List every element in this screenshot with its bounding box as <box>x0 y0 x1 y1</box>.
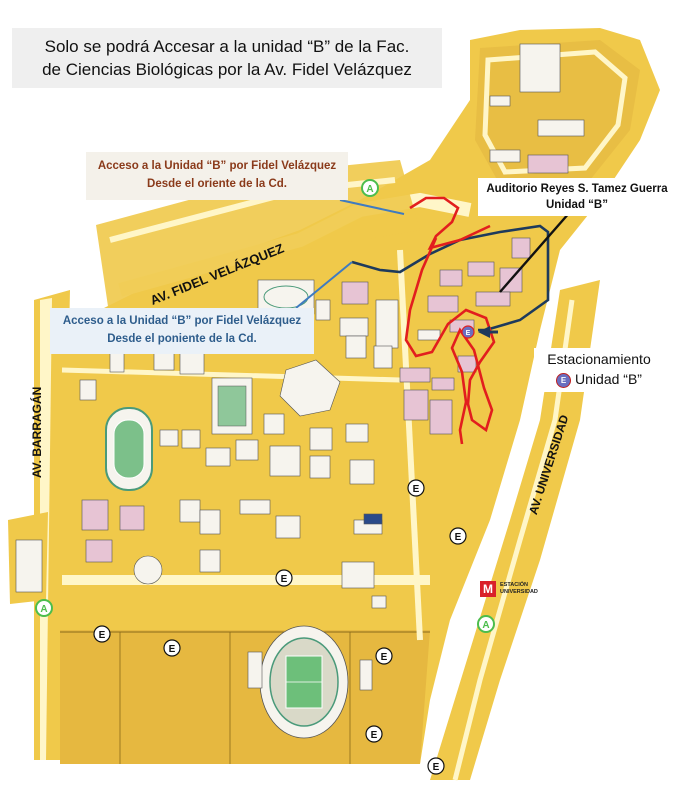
callout-estac-line-1: Estacionamiento <box>547 351 651 367</box>
title-line-2: de Ciencias Biológicas por la Av. Fidel … <box>42 60 412 79</box>
callout-poniente-line-2: Desde el poniente de la Cd. <box>107 333 257 345</box>
access-letter: A <box>366 184 373 195</box>
parking-marker-icon: E <box>375 647 393 665</box>
svg-text:A: A <box>40 604 47 615</box>
pointer-poniente <box>295 261 353 309</box>
svg-text:E: E <box>413 484 420 495</box>
callout-oriente: Acceso a la Unidad “B” por Fidel Velázqu… <box>86 152 348 200</box>
parking-marker-icon: E <box>427 757 445 775</box>
parking-marker-icon: E <box>275 569 293 587</box>
callout-estac-label: Unidad “B” <box>575 371 642 387</box>
pointer-auditorio <box>499 211 571 293</box>
metro-line-2: UNIVERSIDAD <box>500 589 538 595</box>
callout-poniente-line-1: Acceso a la Unidad “B” por Fidel Velázqu… <box>62 315 302 327</box>
page-title: Solo se podrá Accesar a la unidad “B” de… <box>12 28 442 88</box>
svg-text:A: A <box>482 620 489 631</box>
parking-badge-icon: E <box>556 372 572 388</box>
street-label-barragan: AV. BARRAGÁN <box>30 386 44 478</box>
metro-line-1: ESTACIÓN <box>500 582 529 588</box>
callout-oriente-line-2: Desde el oriente de la Cd. <box>147 178 287 190</box>
route-blue-line <box>351 224 550 332</box>
svg-text:E: E <box>281 574 288 585</box>
svg-text:E: E <box>466 330 471 337</box>
parking-marker-icon: E <box>365 725 383 743</box>
route-red-line <box>404 196 496 445</box>
metro-icon: M <box>480 581 496 597</box>
parking-marker-icon: E <box>407 479 425 497</box>
title-line-1: Solo se podrá Accesar a la unidad “B” de… <box>44 37 410 56</box>
parking-marker-icon: E <box>449 527 467 545</box>
access-marker-icon: A <box>477 615 495 633</box>
avenue-fidel-strip <box>96 160 420 320</box>
svg-text:E: E <box>99 630 106 641</box>
callout-auditorio: Auditorio Reyes S. Tamez Guerra Unidad “… <box>478 178 676 216</box>
svg-text:E: E <box>371 730 378 741</box>
parking-arrow-icon <box>478 326 490 338</box>
svg-text:E: E <box>381 652 388 663</box>
pointer-oriente <box>339 199 405 215</box>
callout-oriente-line-1: Acceso a la Unidad “B” por Fidel Velázqu… <box>97 160 337 172</box>
callout-poniente: Acceso a la Unidad “B” por Fidel Velázqu… <box>50 308 314 354</box>
access-marker-icon: A <box>361 179 379 197</box>
metro-station: M ESTACIÓN UNIVERSIDAD <box>480 581 552 599</box>
parking-marker-icon: E <box>93 625 111 643</box>
callout-auditorio-line-1: Auditorio Reyes S. Tamez Guerra <box>486 183 668 195</box>
svg-text:E: E <box>433 762 440 773</box>
svg-text:E: E <box>455 532 462 543</box>
access-marker-icon: A <box>35 599 53 617</box>
callout-auditorio-line-2: Unidad “B” <box>546 199 608 211</box>
parking-marker-icon: E <box>461 325 475 339</box>
metro-label: ESTACIÓN UNIVERSIDAD <box>500 582 538 596</box>
parking-marker-icon: E <box>163 639 181 657</box>
svg-text:E: E <box>169 644 176 655</box>
